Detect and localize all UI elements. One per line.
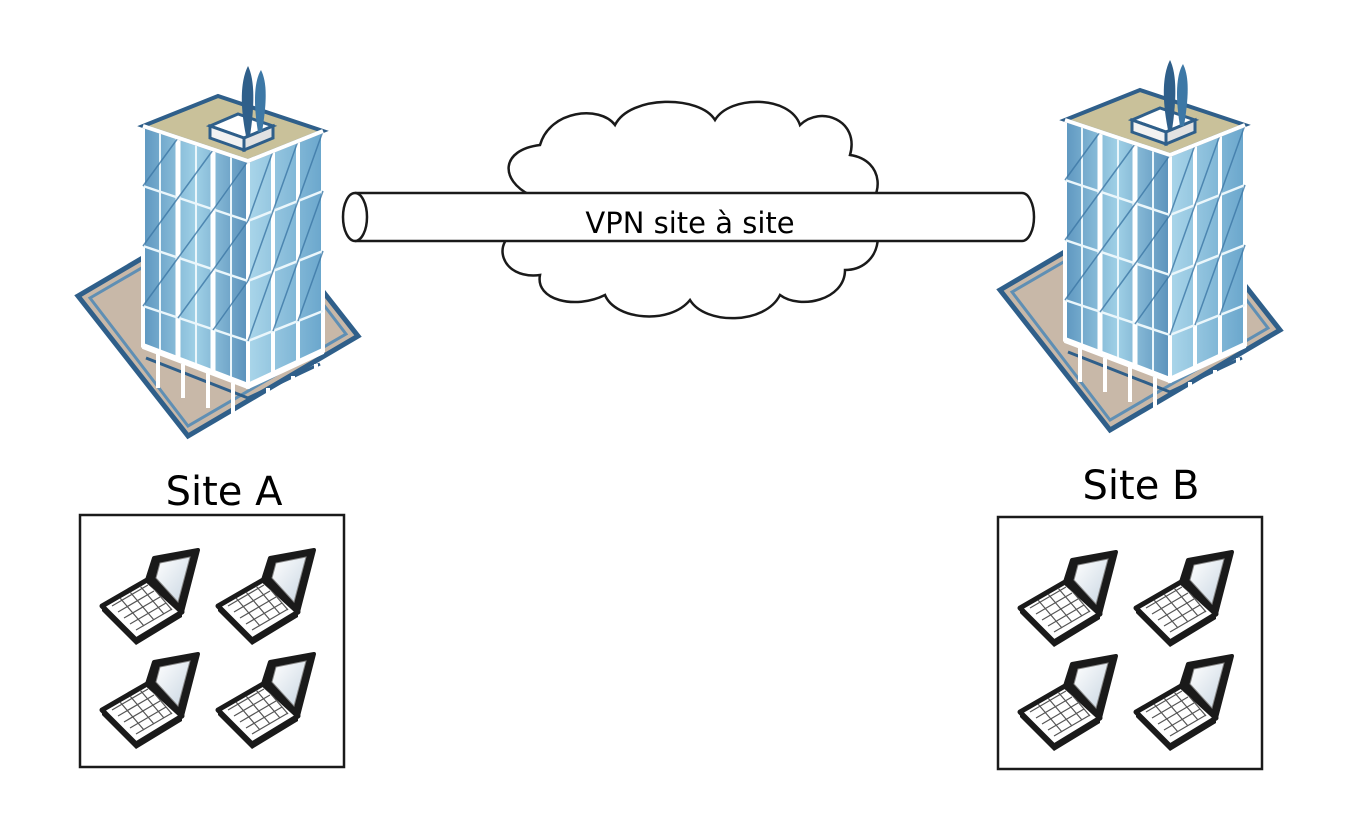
site-b-label: Site B	[1083, 463, 1200, 509]
laptop-icon	[1136, 552, 1232, 647]
laptop-icon	[1020, 552, 1116, 647]
laptop-icon	[1136, 656, 1232, 751]
laptop-icon	[218, 550, 314, 645]
vpn-tunnel	[341, 191, 1036, 243]
site-a-label: Site A	[166, 469, 284, 515]
laptop-icon	[102, 550, 198, 645]
tunnel-label: VPN site à site	[585, 206, 794, 240]
laptop-icon	[218, 654, 314, 749]
site-a-building-icon	[78, 66, 358, 436]
laptop-icon	[102, 654, 198, 749]
site-a-lan-box	[78, 513, 346, 769]
laptop-icon	[1020, 656, 1116, 751]
site-b-lan-box	[996, 515, 1264, 771]
site-b-building-icon	[1000, 60, 1280, 430]
